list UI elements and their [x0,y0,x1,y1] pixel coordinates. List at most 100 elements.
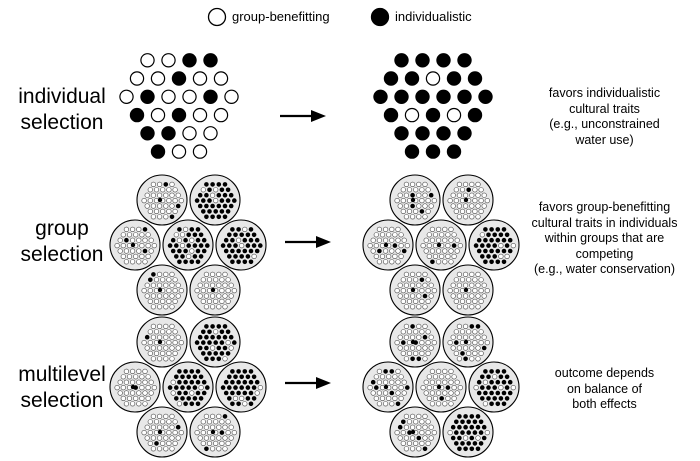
group-benefitting-dot [153,329,160,335]
individualistic-dot [230,379,235,385]
group-selection-after-group-4 [468,219,520,271]
individualistic-dot [504,232,510,238]
individualistic-dot [480,374,485,380]
group-benefitting-dot [383,237,389,243]
group-benefitting-dot [392,253,398,259]
group-benefitting-dot [163,282,169,288]
group-benefitting-dot [147,329,153,335]
individualistic-dot [230,227,235,232]
individualistic-dot [204,345,209,351]
individualistic-dot [192,254,198,259]
individualistic-dot [254,379,260,385]
group-benefitting-dot [153,419,160,425]
group-benefitting-dot [210,345,216,351]
group-benefitting-dot [136,379,142,385]
group-benefitting-dot [139,395,145,402]
group-benefitting-dot [478,288,484,294]
group-benefitting-dot [448,368,454,375]
individualistic-dot [220,385,226,390]
group-benefitting-dot [139,253,145,259]
group-benefitting-dot [161,53,176,68]
individualistic-dot [498,374,504,380]
group-benefitting-dot [169,413,175,420]
individualistic-dot [507,379,513,385]
row-label-line: individual [18,85,106,108]
group-benefitting-dot [210,282,216,288]
individualistic-dot [129,107,145,123]
group-benefitting-dot [166,340,172,346]
group-benefitting-dot [169,181,175,187]
group-benefitting-dot [175,282,181,288]
individualistic-dot [203,53,218,68]
individualistic-dot [467,71,483,86]
group-benefitting-dot [130,248,136,254]
group-benefitting-dot [473,385,479,391]
group-benefitting-dot [445,243,451,249]
individualistic-dot [245,243,251,248]
group-benefitting-dot [232,395,239,402]
individualistic-dot [227,396,232,401]
individualistic-dot [401,248,407,254]
group-benefitting-dot [160,187,166,193]
group-benefitting-dot [475,345,481,351]
individualistic-dot [177,227,182,232]
group-benefitting-dot [203,435,209,441]
group-benefitting-dot [216,435,222,441]
individualistic-dot [192,232,198,238]
group-benefitting-dot [442,248,448,254]
multilevel-after-group-6 [442,406,494,458]
group-benefitting-dot [163,214,169,220]
group-benefitting-dot [450,334,456,340]
group-benefitting-dot [422,424,428,430]
individualistic-dot [177,259,182,265]
group-benefitting-dot [392,374,398,380]
individualistic-dot [216,182,222,187]
group-benefitting-dot [466,298,472,305]
group-benefitting-dot [422,304,428,310]
individualistic-dot [410,197,416,203]
multilevel-after-group-1 [442,316,494,368]
group-benefitting-dot [150,323,156,330]
group-benefitting-dot [182,126,197,141]
group-benefitting-dot [469,293,475,299]
group-benefitting-dot [492,374,498,380]
group-benefitting-dot [475,192,481,198]
group-benefitting-dot [410,413,416,420]
group-benefitting-dot [123,368,129,375]
group-benefitting-dot [142,390,148,396]
group-benefitting-dot [179,243,186,249]
individualistic-dot [404,144,420,159]
group-benefitting-dot [376,226,383,232]
group-benefitting-dot [383,259,389,265]
group-benefitting-dot [119,89,134,105]
group-benefitting-dot [454,248,460,254]
group-benefitting-dot [145,374,151,380]
group-benefitting-dot [136,237,142,243]
group-benefitting-dot [123,248,129,254]
individualistic-dot [201,340,206,345]
individualistic-dot [419,209,425,214]
individualistic-dot [195,401,201,407]
individualistic-dot [395,401,401,407]
group-benefitting-dot [419,350,425,357]
individualistic-dot [446,144,462,159]
individualistic-dot [501,379,507,385]
individualistic-dot [213,209,218,214]
individualistic-dot [204,182,209,187]
individualistic-dot [483,369,488,374]
individualistic-dot [486,232,491,238]
group-benefitting-dot [419,198,425,204]
individualistic-dot [248,369,254,374]
group-benefitting-dot [144,192,150,198]
group-benefitting-dot [451,374,457,380]
group-benefitting-dot [150,71,166,86]
group-benefitting-dot [145,395,151,402]
group-benefitting-dot [439,253,445,259]
group-benefitting-dot [428,424,434,430]
group-benefitting-dot [481,293,487,299]
individualistic-dot [469,324,475,329]
group-benefitting-dot [169,271,175,278]
group-benefitting-dot [198,385,204,391]
individualistic-dot [189,379,195,385]
